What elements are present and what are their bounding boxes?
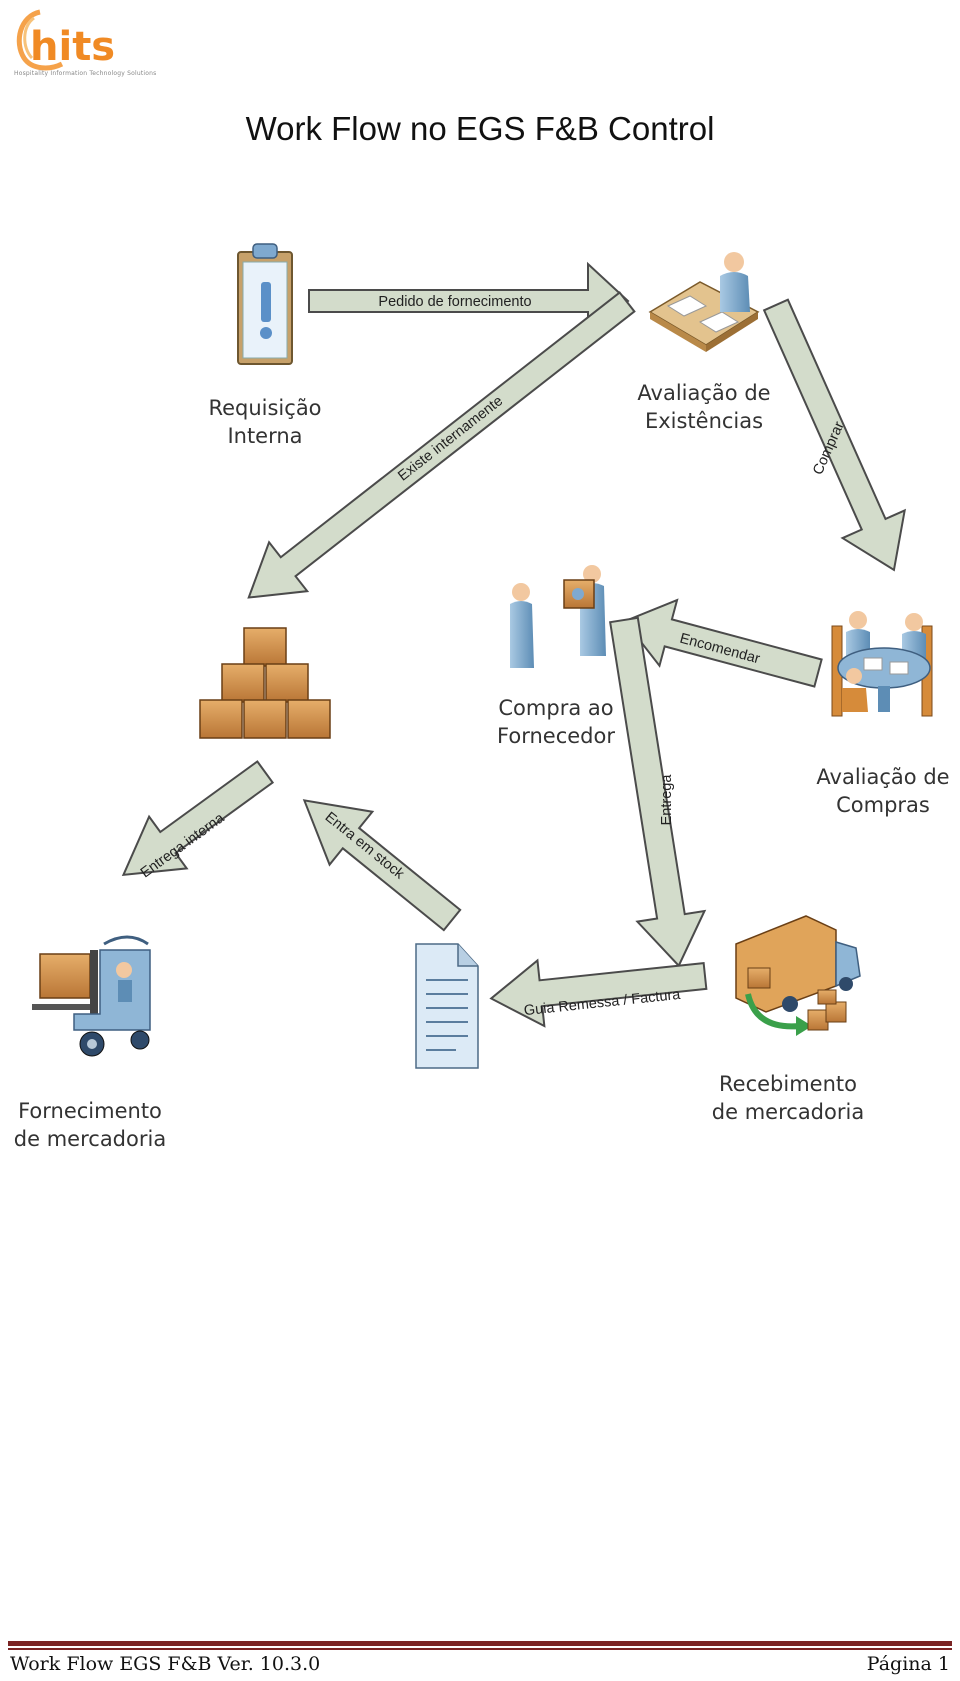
label-compra-1: Compra ao [498,696,613,720]
label-avaliacao-existencias-2: Existências [645,409,763,433]
label-avaliacao-existencias-1: Avaliação de [637,381,770,405]
label-fornecimento-2: de mercadoria [14,1127,166,1151]
boxes-stack-icon [199,627,331,739]
document-icon [415,943,479,1069]
forklift-icon [32,935,151,1057]
label-requisicao-1: Requisição [208,396,321,420]
logo-tagline: Hospitality Information Technology Solut… [14,70,157,77]
label-avaliacao-compras-1: Avaliação de [816,765,949,789]
handshake-icon [510,565,606,668]
label-requisicao-2: Interna [227,424,302,448]
arrow-entra-stock: Entra em stock [302,799,462,932]
logo-text: hits [30,24,115,70]
label-fornecimento-1: Fornecimento [18,1099,162,1123]
arrow-label-pedido: Pedido de fornecimento [378,294,531,310]
arrow-label-entrega: Entrega [659,774,675,826]
label-compra-2: Fornecedor [497,724,615,748]
meeting-table-icon [831,611,933,717]
arrow-entrega-interna: Entrega interna [121,760,275,881]
label-avaliacao-compras-2: Compras [836,793,930,817]
arrow-entrega: Entrega [609,616,707,968]
footer-version: Work Flow EGS F&B Ver. 10.3.0 [10,1653,321,1675]
arrow-label-existe: Existe internamente [395,393,506,485]
footer-rule-thin [8,1648,952,1650]
page-title: Work Flow no EGS F&B Control [245,110,715,147]
arrow-comprar: Comprar [762,298,906,572]
label-recebimento-2: de mercadoria [712,1100,864,1124]
label-recebimento-1: Recebimento [719,1072,857,1096]
hits-logo: hits [16,9,115,71]
clipboard-icon [237,243,293,365]
delivery-truck-icon [735,915,861,1036]
footer-page-number: Página 1 [866,1653,950,1675]
desk-worker-icon [648,252,760,352]
footer-rule [8,1641,952,1646]
